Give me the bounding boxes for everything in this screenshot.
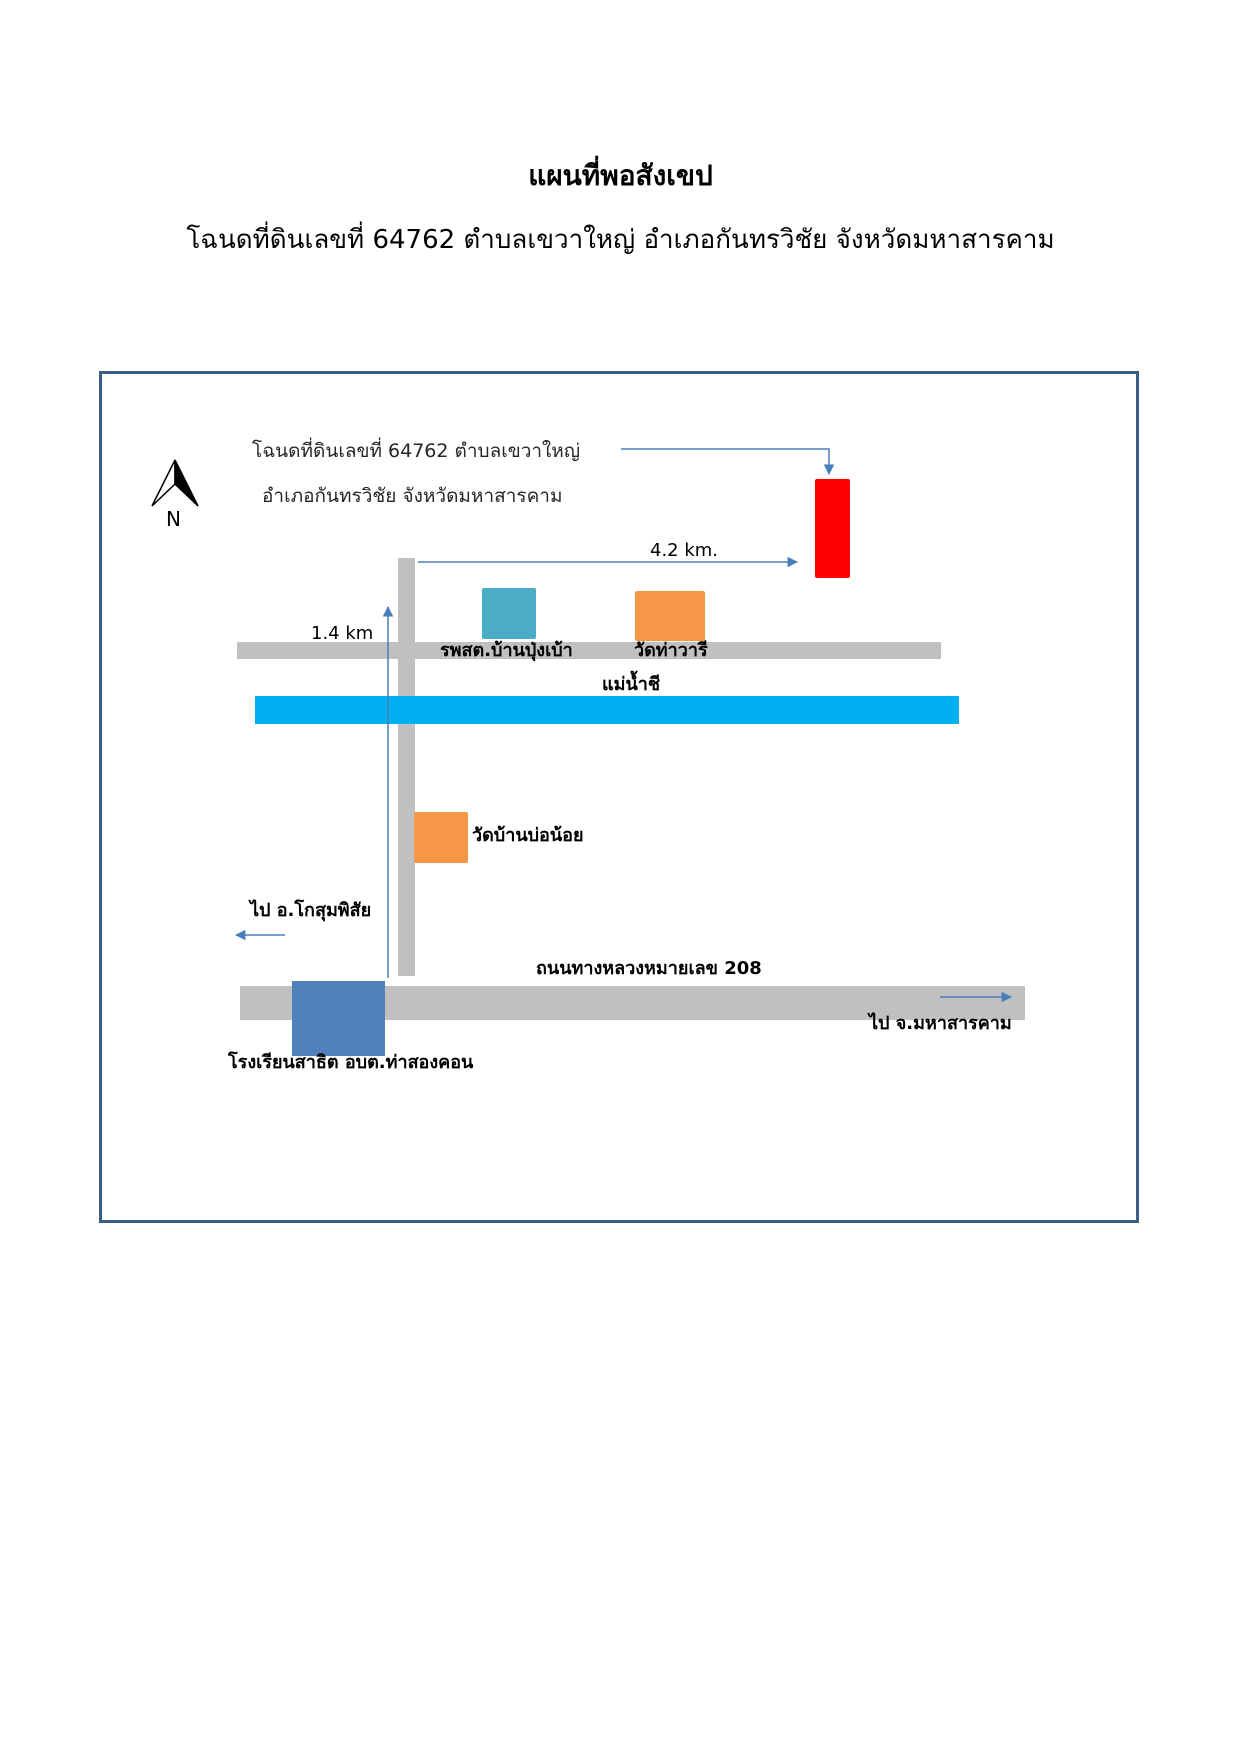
target-land-marker [815, 479, 850, 578]
river-label: แม่น้ำชี [602, 674, 661, 695]
highway-label: ถนนทางหลวงหมายเลข 208 [536, 958, 762, 979]
village-road [398, 558, 415, 976]
temple-tha-wari-label: วัดท่าวารี [634, 640, 708, 661]
north-label: N [166, 507, 181, 531]
to-mahasarakham-label: ไป จ.มหาสารคาม [869, 1013, 1012, 1034]
school-marker [292, 981, 385, 1056]
page-subtitle: โฉนดที่ดินเลขที่ 64762 ตำบลเขวาใหญ่ อำเภ… [186, 225, 1055, 255]
page-title: แผนที่พอสังเขป [528, 159, 713, 192]
temple-bo-noi-label: วัดบ้านบ่อน้อย [472, 825, 584, 846]
north-arrow-icon [151, 459, 199, 507]
target-note-line1: โฉนดที่ดินเลขที่ 64762 ตำบลเขวาใหญ่ [252, 440, 581, 462]
temple-tha-wari-marker [635, 591, 705, 641]
distance-east-label: 4.2 km. [650, 540, 719, 561]
distance-north-label: 1.4 km [311, 623, 374, 644]
temple-bo-noi-marker [414, 812, 468, 863]
target-note-line2: อำเภอกันทรวิชัย จังหวัดมหาสารคาม [262, 485, 563, 507]
health-center-marker [482, 588, 536, 639]
school-label: โรงเรียนสาธิต อบต.ท่าสองคอน [228, 1052, 474, 1073]
map-frame [99, 371, 1139, 1223]
target-pointer-arrow [621, 448, 835, 476]
health-center-label: รพสต.บ้านปุ่งเบ้า [440, 640, 573, 661]
to-kosum-label: ไป อ.โกสุมพิสัย [250, 900, 372, 921]
chi-river [255, 696, 959, 724]
